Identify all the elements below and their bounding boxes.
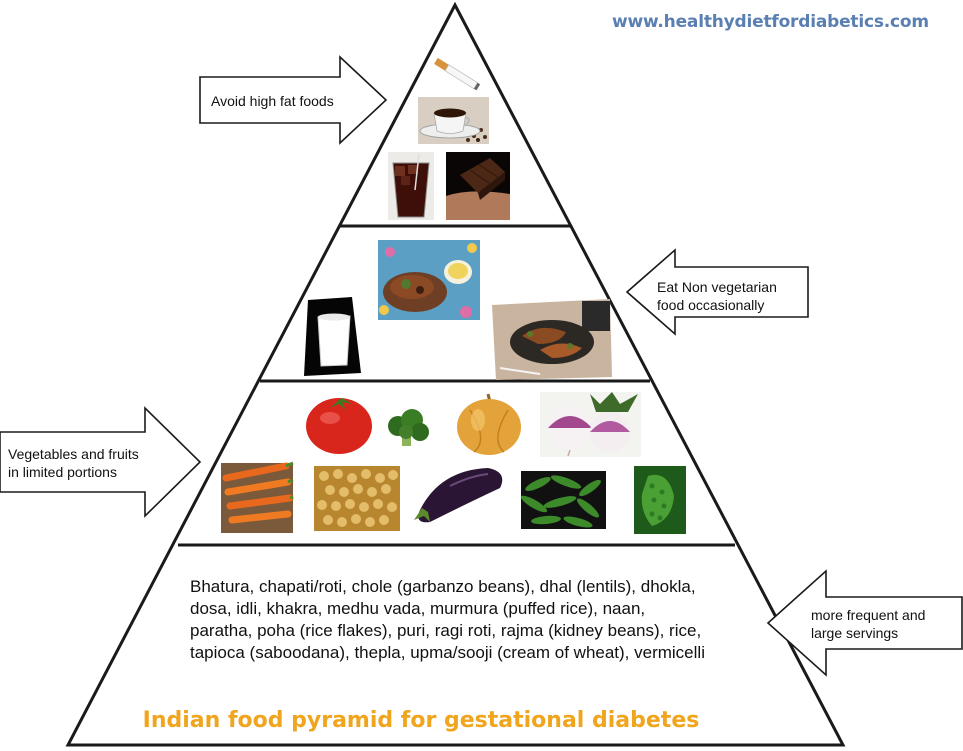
coffee-cup-image bbox=[418, 97, 489, 144]
arrow-label-avoid-fat: Avoid high fat foods bbox=[211, 93, 334, 109]
arrow-label-frequent-line2: large servings bbox=[811, 625, 899, 641]
pyramid-title: Indian food pyramid for gestational diab… bbox=[142, 708, 700, 733]
chocolate-image bbox=[446, 152, 510, 220]
chickpeas-image bbox=[314, 466, 400, 531]
eggplant-image bbox=[414, 468, 503, 523]
arrow-right-top bbox=[199, 55, 388, 145]
fried-fish-image bbox=[492, 299, 612, 380]
arrow-label-non-veg: Eat Non vegetarian food occasionally bbox=[657, 278, 777, 314]
milk-glass-image bbox=[304, 297, 361, 376]
meat-platter-image bbox=[378, 240, 480, 320]
onion-image bbox=[457, 393, 521, 455]
website-url[interactable]: www.healthydietfordiabetics.com bbox=[612, 12, 929, 32]
pyramid-triangle bbox=[65, 1, 846, 747]
arrow-left-mid bbox=[625, 248, 809, 336]
cola-glass-image bbox=[388, 152, 434, 220]
tomato-image bbox=[306, 398, 372, 454]
arrow-label-non-veg-line2: food occasionally bbox=[657, 297, 765, 313]
arrow-left-base bbox=[766, 569, 963, 677]
turnip-image bbox=[540, 392, 641, 457]
base-tier-foods: Bhatura, chapati/roti, chole (garbanzo b… bbox=[190, 577, 705, 662]
okra-image bbox=[520, 471, 606, 529]
arrow-right-veg bbox=[0, 406, 202, 518]
arrow-label-vegetables-line1: Vegetables and fruits bbox=[8, 446, 139, 462]
arrow-label-vegetables: Vegetables and fruits in limited portion… bbox=[8, 445, 139, 481]
arrow-label-non-veg-line1: Eat Non vegetarian bbox=[657, 279, 777, 295]
arrow-label-vegetables-line2: in limited portions bbox=[8, 464, 117, 480]
arrow-label-frequent: more frequent and large servings bbox=[811, 606, 925, 642]
carrots-image bbox=[221, 461, 294, 533]
bitter-gourd-image bbox=[634, 466, 686, 534]
broccoli-image bbox=[388, 409, 429, 446]
cigarette-image bbox=[434, 57, 481, 91]
arrow-label-frequent-line1: more frequent and bbox=[811, 607, 926, 623]
